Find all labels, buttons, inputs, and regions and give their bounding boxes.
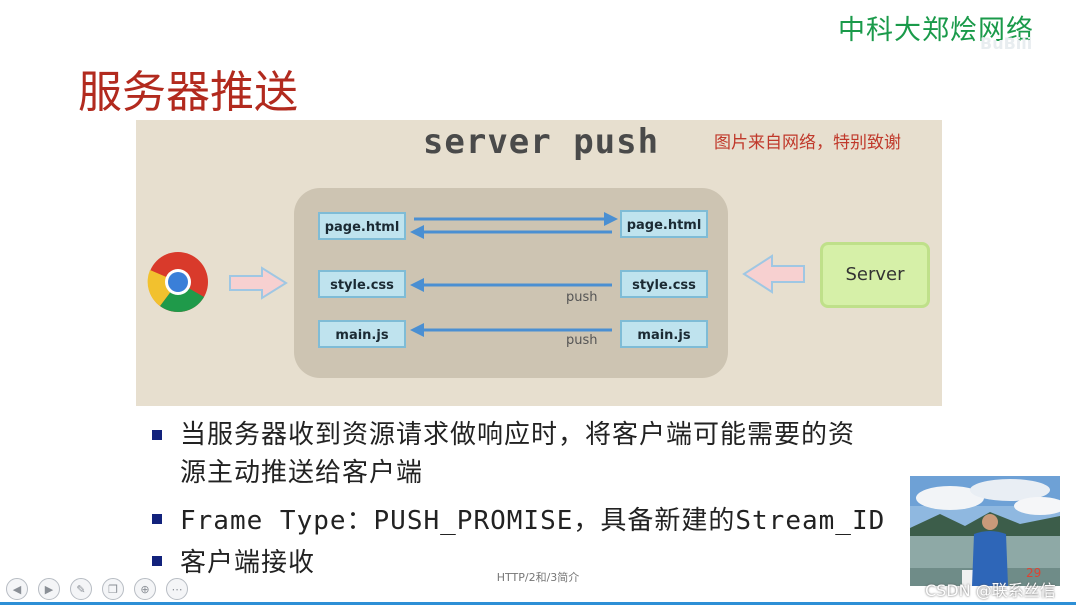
speaker-video[interactable]	[910, 476, 1060, 586]
bullet-text: 当服务器收到资源请求做响应时，将客户端可能需要的资	[180, 420, 856, 450]
next-icon[interactable]: ▶	[38, 578, 60, 600]
client-file-style: style.css	[318, 270, 406, 298]
bullet-marker	[152, 430, 162, 440]
push-label-1: push	[566, 290, 598, 305]
pen-icon[interactable]: ✎	[70, 578, 92, 600]
diagram-title: server push	[422, 122, 660, 162]
browser-logo-icon	[147, 252, 208, 313]
progress-bar	[0, 602, 1076, 605]
prev-icon[interactable]: ◀	[6, 578, 28, 600]
client-file-page: page.html	[318, 212, 406, 240]
server-file-page: page.html	[620, 210, 708, 238]
image-credit: 图片来自网络，特别致谢	[714, 133, 901, 153]
client-file-main: main.js	[318, 320, 406, 348]
request-arrow-icon	[229, 266, 288, 300]
bullet-text: 客户端接收	[180, 548, 316, 578]
watermark: BuBili	[980, 34, 1033, 53]
slide-title: 服务器推送	[78, 67, 298, 118]
bullet-marker	[152, 514, 162, 524]
zoom-icon[interactable]: ⊕	[134, 578, 156, 600]
page-number: 29	[1026, 566, 1042, 580]
csdn-watermark: CSDN @联系丝信	[925, 581, 1056, 600]
slide-footer: HTTP/2和/3简介	[496, 571, 580, 584]
bullet-text: Frame Type：PUSH_PROMISE，具备新建的Stream_ID	[180, 506, 886, 536]
bullet-marker	[152, 556, 162, 566]
copy-icon[interactable]: ❐	[102, 578, 124, 600]
server-push-diagram: server push 图片来自网络，特别致谢 page.html style.…	[136, 120, 942, 406]
brand-name: 中科大郑烩网络	[838, 15, 1034, 46]
response-arrow-icon	[742, 254, 805, 294]
push-label-2: push	[566, 333, 598, 348]
bullet-text-cont: 源主动推送给客户端	[180, 458, 424, 488]
server-box: Server	[820, 242, 930, 308]
flow-arrows	[410, 212, 618, 337]
server-file-style: style.css	[620, 270, 708, 298]
more-icon[interactable]: ⋯	[166, 578, 188, 600]
server-file-main: main.js	[620, 320, 708, 348]
